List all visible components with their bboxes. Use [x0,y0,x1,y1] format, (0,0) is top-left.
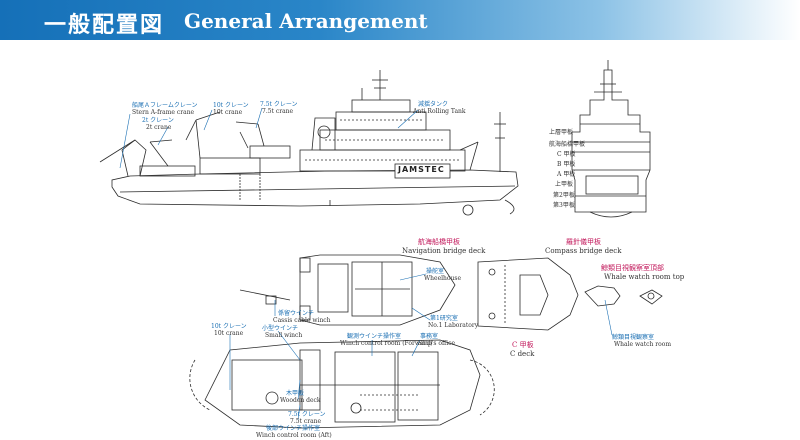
label-nav-bridge-deck-jp: 航海船橋甲板 [418,238,460,246]
label-c-deck-jp: C 甲板 [512,341,534,349]
section-deck-label: 第2甲板 [553,192,575,199]
deck-plan-compass-bridge [477,257,579,331]
label-stern-aframe-jp: 船尾Ａフレームクレーン [132,102,198,109]
label-10t-crane-jp: 10t クレーン [213,102,249,109]
section-deck-label: 航海船橋甲板 [549,141,586,148]
label-winch-control-fwd-jp: 観測ウインチ操作室 [347,333,402,340]
section-deck-label: B 甲板 [557,161,576,168]
label-wooden-deck-jp: 木甲板 [286,390,305,397]
section-deck-label: C 甲板 [557,151,576,158]
header-band: 一般配置図 General Arrangement [0,0,800,40]
section-deck-label: A 甲板 [557,171,576,178]
ship-section-view [571,60,651,218]
label-deck-7-5t-crane-en: 7.5t crane [290,418,322,425]
label-2t-crane-jp: 2t クレーン [142,117,174,124]
deck-plan-navigation-bridge [299,254,456,326]
label-whale-watch-room-en: Whale watch room [614,341,672,348]
label-ships-office-jp: 事務室 [420,333,439,340]
section-deck-label: 上層甲板 [549,129,574,136]
hull-marking: JAMSTEC [398,165,445,174]
label-ships-office-en: Ship's office [418,340,456,347]
label-anti-rolling-tank-en: Anti Rolling Tank [413,108,466,115]
label-compass-bridge-deck-jp: 羅針儀甲板 [566,238,601,246]
label-7-5t-crane-en: 7.5t crane [262,108,294,115]
section-deck-label: 上甲板 [555,181,574,188]
label-cable-winch-en: Cassis cable winch [273,317,331,324]
label-deck-7-5t-crane-jp: 7.5t クレーン [288,411,326,418]
label-whale-watch-top-jp: 鯨類目視観察室頂部 [601,264,664,272]
label-small-winch-en: Small winch [265,332,303,339]
label-10t-crane-en: 10t crane [213,109,243,116]
deck-plan-main [189,289,495,429]
label-7-5t-crane-jp: 7.5t クレーン [260,101,298,108]
ship-side-profile [99,70,519,216]
label-winch-control-aft-en: Winch control room (Aft) [256,432,332,439]
label-wheelhouse-en: Wheelhouse [424,275,462,282]
deck-plan-whale-watch-top [584,285,663,307]
label-lab1-jp: 第1研究室 [430,315,458,322]
label-winch-control-fwd-en: Winch control room (Forward) [340,340,433,347]
label-nav-bridge-deck-en: Navigation bridge deck [402,247,486,255]
page-title-jp: 一般配置図 [44,13,165,38]
label-wooden-deck-en: Wooden deck [280,397,321,404]
page-title-en: General Arrangement [184,9,428,33]
label-wheelhouse-jp: 操舵室 [426,268,445,275]
label-deck-10t-crane-en: 10t crane [214,330,244,337]
label-2t-crane-en: 2t crane [146,124,172,131]
label-stern-aframe-en: Stern A-frame crane [132,109,195,116]
label-anti-rolling-tank-jp: 減揺タンク [418,101,449,108]
label-whale-watch-top-en: Whale watch room top [604,273,685,281]
label-winch-control-aft-jp: 後部ウインチ操作室 [266,425,321,432]
label-small-winch-jp: 小型ウインチ [262,325,299,332]
label-c-deck-en: C deck [510,350,535,358]
section-deck-label: 第3甲板 [553,202,575,209]
label-compass-bridge-deck-en: Compass bridge deck [545,247,622,255]
label-whale-watch-room-jp: 鯨類目視観察室 [612,334,655,341]
label-cable-winch-jp: 係留ウインチ [278,310,315,317]
label-deck-10t-crane-jp: 10t クレーン [211,323,247,330]
label-lab1-en: No.1 Laboratory [428,322,479,329]
